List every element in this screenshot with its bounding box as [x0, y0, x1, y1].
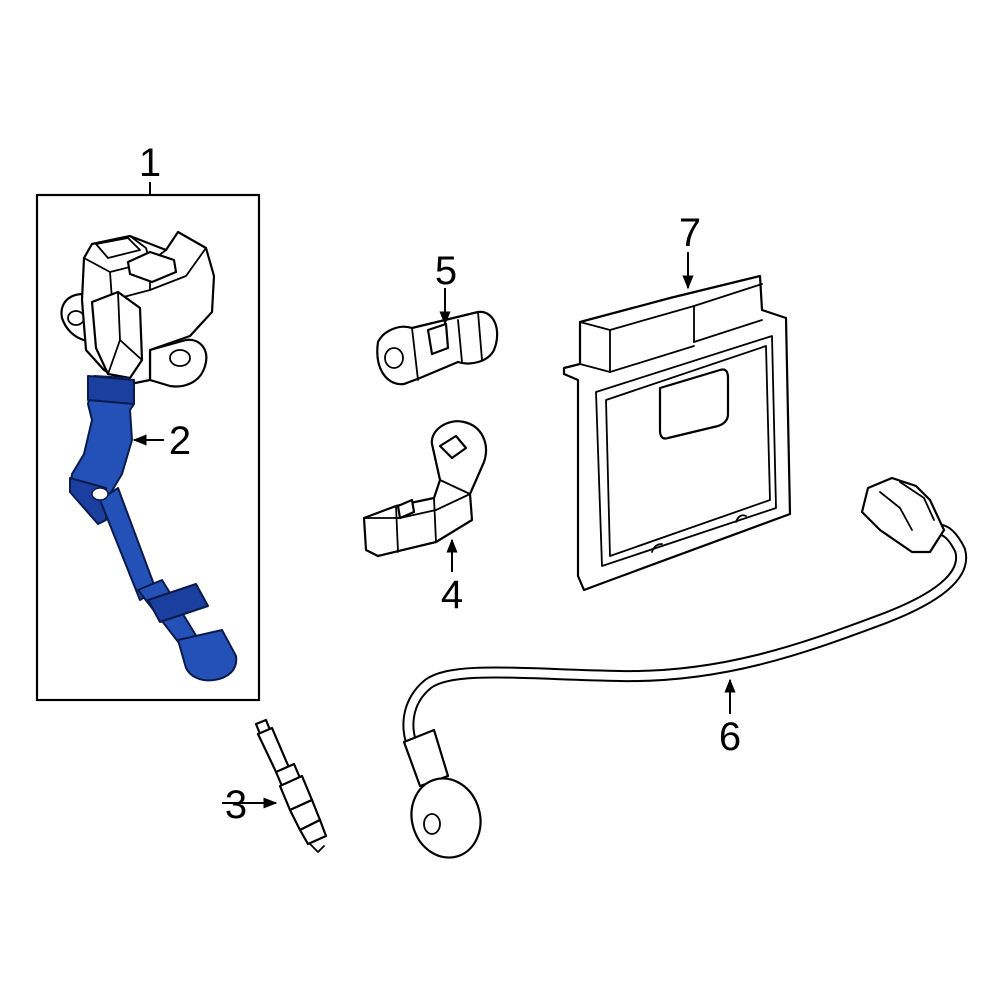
leader-lines: [132, 252, 736, 809]
coil-boot[interactable]: [69, 375, 238, 682]
callout-3[interactable]: 3: [225, 783, 247, 827]
crankshaft-sensor[interactable]: [362, 420, 488, 558]
ecm-module[interactable]: [562, 274, 792, 592]
ignition-coil[interactable]: [60, 230, 216, 388]
knock-sensor[interactable]: [402, 476, 968, 866]
callout-1[interactable]: 1: [139, 141, 161, 185]
callout-5[interactable]: 5: [435, 249, 457, 293]
assembly-box-1: [35, 182, 261, 702]
callout-6[interactable]: 6: [719, 715, 741, 759]
callout-7[interactable]: 7: [679, 211, 701, 255]
callout-labels: 1 2 3 4 5 6 7: [139, 141, 741, 827]
callout-2[interactable]: 2: [169, 419, 191, 463]
spark-plug[interactable]: [254, 718, 328, 853]
callout-4[interactable]: 4: [441, 573, 463, 617]
camshaft-sensor[interactable]: [376, 310, 499, 386]
